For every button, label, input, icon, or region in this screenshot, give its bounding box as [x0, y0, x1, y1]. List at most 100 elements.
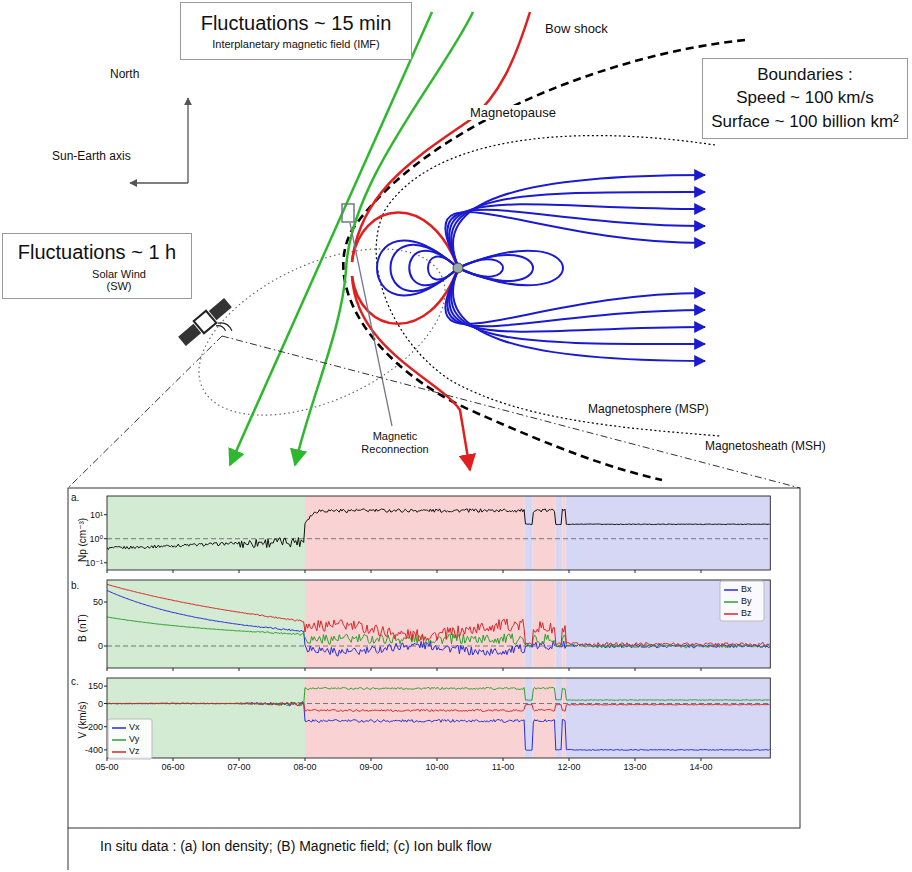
callout-heading: Fluctuations ~ 15 min: [201, 11, 392, 35]
label-text: 12-00: [557, 762, 580, 772]
data-curve: [107, 617, 770, 648]
axis-label: -200: [85, 722, 103, 732]
legend-line-sample: [724, 613, 738, 615]
callout-text: Solar Wind (SW): [89, 268, 149, 292]
label-text: Np (cm⁻³): [77, 518, 88, 562]
axis-label: a.: [71, 492, 79, 504]
orbit: [174, 215, 471, 450]
sun-earth-axis: [130, 182, 188, 183]
callout-text: Surface ~ 100 billion km²: [711, 112, 899, 132]
legend-item: Vy: [112, 734, 139, 745]
label-text: 0: [98, 641, 103, 651]
label-text: 10-00: [425, 762, 448, 772]
axis-label: c.: [71, 676, 79, 688]
data-curve: [107, 687, 770, 705]
x-tick-label: 09-00: [359, 762, 382, 772]
legend-text: By: [741, 596, 752, 607]
satellite: [177, 297, 244, 360]
legend-line-sample: [112, 727, 126, 729]
axis-label: 10⁻¹: [85, 558, 103, 568]
x-tick: [305, 668, 306, 671]
x-tick: [173, 758, 174, 761]
tail-field-line: [445, 212, 705, 266]
callout-text: Speed ~ 100 km/s: [736, 88, 874, 108]
caption-text: In situ data : (a) Ion density; (B) Magn…: [100, 838, 491, 854]
x-tick: [371, 758, 372, 761]
imf-line: [230, 12, 432, 465]
x-tick: [701, 570, 702, 573]
x-tick: [107, 758, 108, 761]
label-text: Magnetosphere (MSP): [588, 402, 709, 416]
label-text: -400: [85, 745, 103, 755]
x-tick: [635, 570, 636, 573]
legend-line: [724, 586, 738, 594]
y-tick: [104, 749, 107, 750]
data-curve: [107, 590, 770, 656]
x-tick-label: 11-00: [492, 762, 514, 772]
in-situ-chart: [104, 496, 770, 761]
label-text: 10¹: [90, 510, 103, 520]
tail-field-line: [451, 192, 705, 266]
interval-shading: [525, 496, 533, 570]
region-label: Magnetic Reconnection: [350, 430, 440, 455]
zoom-line: [222, 336, 800, 488]
axis-label: 0: [98, 698, 103, 708]
legend-line: [112, 736, 126, 744]
region-label: Sun-Earth axis: [52, 150, 131, 164]
x-tick: [239, 668, 240, 671]
label-text: B (nT): [77, 614, 88, 642]
y-tick: [104, 686, 107, 687]
satellite-body: [194, 311, 217, 334]
label-text: Magnetopause: [468, 105, 558, 120]
y-tick: [104, 646, 107, 647]
region-label: Bow shock: [543, 22, 610, 37]
label-text: 14-00: [689, 762, 712, 772]
leader-line: [350, 223, 392, 426]
data-curve: [107, 702, 770, 712]
interval-shading: [533, 496, 556, 570]
x-tick: [107, 668, 108, 671]
x-tick: [239, 758, 240, 761]
interval-shading: [533, 678, 556, 758]
panel-border: [68, 828, 69, 870]
legend-line-sample: [724, 589, 738, 591]
axis-label: Np (cm⁻³): [77, 518, 89, 562]
legend-line: [724, 598, 738, 606]
x-tick: [371, 570, 372, 573]
legend-text: Bz: [741, 608, 752, 619]
x-tick: [239, 570, 240, 573]
region-label: Magnetosphere (MSP): [588, 403, 709, 417]
axis-label: V (km/s): [77, 701, 89, 738]
label-text: 05-00: [95, 762, 118, 772]
y-tick: [104, 562, 107, 563]
x-tick: [437, 668, 438, 671]
callout-box: Boundaries :Speed ~ 100 km/sSurface ~ 10…: [702, 58, 908, 139]
chart-panel: [107, 496, 770, 573]
chart-panel: [107, 678, 770, 761]
label-text: a.: [71, 492, 79, 503]
tail-field-line: [445, 270, 705, 324]
legend-line: [112, 724, 126, 732]
label-text: North: [110, 67, 139, 81]
legend-line-sample: [724, 601, 738, 603]
label-text: 10⁻¹: [85, 558, 103, 568]
legend-item: Bz: [724, 608, 752, 619]
x-tick: [635, 758, 636, 761]
interval-shading: [525, 580, 533, 668]
callout-heading: Fluctuations ~ 1 h: [18, 240, 176, 264]
interval-shading: [107, 678, 305, 758]
legend-item: By: [724, 596, 752, 607]
x-tick: [635, 668, 636, 671]
x-tick: [371, 668, 372, 671]
interval-shading: [305, 496, 525, 570]
x-tick-label: 12-00: [557, 762, 580, 772]
legend-frame: [108, 719, 152, 759]
label-text: 06-00: [161, 762, 184, 772]
bow-shock: [343, 40, 745, 480]
x-tick: [107, 570, 108, 573]
field-line: [458, 251, 563, 286]
x-tick-label: 13-00: [623, 762, 646, 772]
legend-item: Bx: [724, 584, 752, 595]
label-text: 08-00: [293, 762, 316, 772]
interval-shading: [533, 580, 556, 668]
